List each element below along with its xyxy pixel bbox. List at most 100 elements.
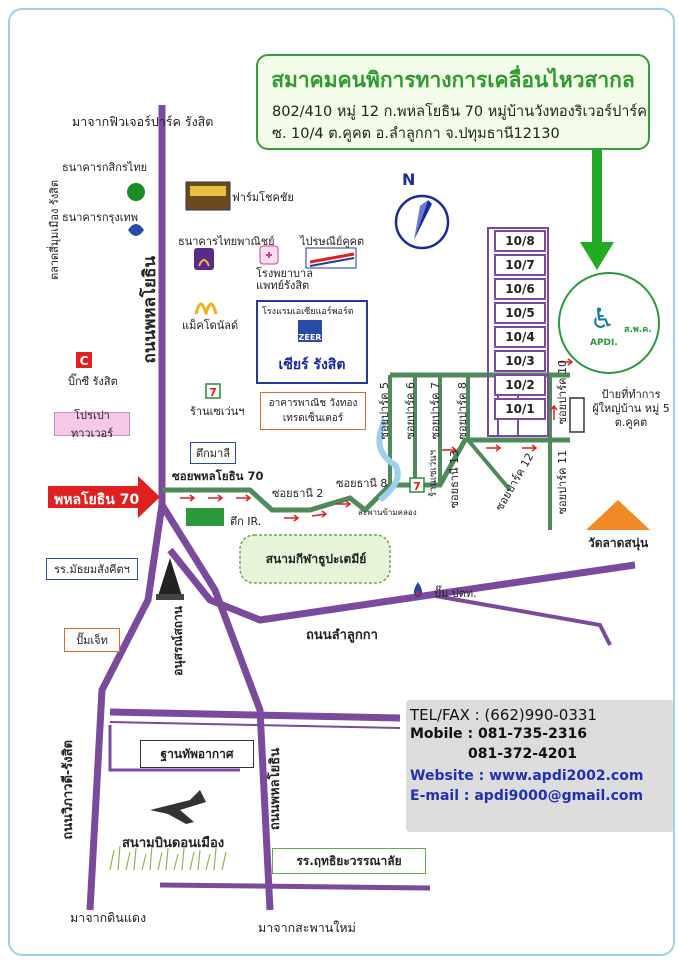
label-post-office: ไปรษณีย์คูคต	[300, 235, 365, 248]
phahonyothin-lower-road	[159, 503, 274, 911]
phahonyothin-arrow-sign	[48, 476, 160, 518]
contact-email[interactable]: E-mail : apdi9000@gmail.com	[410, 788, 644, 804]
organization-title: สมาคมคนพิการทางการเคลื่อนไหวสากล	[271, 68, 635, 92]
canal	[376, 418, 401, 503]
zeer-box: โรงแรมเอเซียแอร์พอร์ต ZEER เซียร์ รังสิต	[256, 300, 368, 384]
label-soi-thani-13: ซอยธานี 13	[448, 450, 461, 509]
house-10-5: 10/5	[494, 302, 546, 324]
green-pointer-head	[580, 242, 614, 270]
stadium-area	[239, 534, 391, 584]
bottom-road	[159, 882, 431, 891]
label-soi-thani-8: ซอยธานี 8	[336, 477, 388, 490]
pro-tower: โปรเปาทาวเวอร์	[54, 409, 130, 440]
wat-icon	[586, 500, 650, 530]
apdi-short: APDI.	[590, 338, 618, 348]
label-seven-eleven-2: ร้านเซเว่นฯ	[428, 450, 439, 498]
seven-eleven-icon	[205, 383, 221, 399]
village-head-sign	[569, 397, 585, 433]
title-box: สมาคมคนพิการทางการเคลื่อนไหวสากล 802/410…	[256, 54, 650, 150]
label-kasikorn: ธนาคารกสิกรไทย	[62, 161, 148, 174]
grass-icon	[109, 845, 227, 871]
label-soi-park-8: ซอยปาร์ค 8	[456, 382, 469, 440]
label-soi-phahon-70: ซอยพหลโยธิน 70	[172, 469, 264, 483]
contact-mobile-1: Mobile : 081-735-2316	[410, 726, 588, 742]
label-lam-luk-ka: ถนนลำลูกกา	[306, 628, 378, 643]
label-soi-park-5: ซอยปาร์ค 5	[378, 382, 391, 440]
contact-mobile-2: 081-372-4201	[468, 746, 578, 762]
tuek-mali: ตึกมาลี	[190, 442, 236, 464]
label-phahonyothin-lower: ถนนพหลโยธิน	[268, 748, 283, 831]
label-hospital: โรงพยาบาล แพทย์รังสิต	[256, 267, 313, 292]
label-seven-eleven: ร้านเซเว่นฯ	[190, 405, 245, 418]
label-farm-chokchai: ฟาร์มโชคชัย	[232, 191, 294, 204]
ptt-icon	[414, 582, 422, 598]
wheelchair-icon: ♿	[590, 302, 616, 335]
cross-road-lower	[109, 721, 401, 729]
soi-park-12-road	[466, 438, 512, 492]
cross-road-upper	[109, 708, 401, 722]
label-phahonyothin: ถนนพหลโยธิน	[140, 256, 160, 364]
kasikorn-icon	[127, 183, 145, 201]
house-10-8: 10/8	[494, 230, 546, 252]
label-vibhavadi: ถนนวิภาวดี-รังสิต	[61, 740, 76, 840]
house-10-6: 10/6	[494, 278, 546, 300]
contact-telfax: TEL/FAX : (662)990-0331	[410, 706, 597, 724]
big-c-icon	[76, 352, 92, 368]
monument-icon	[158, 558, 182, 596]
apdi-thai: ส.พ.ค.	[624, 325, 652, 335]
zeer-logo: ZEER	[298, 320, 322, 342]
label-tuek-ir: ตึก IR.	[230, 515, 262, 528]
label-scb: ธนาคารไทยพาณิชย์	[178, 235, 275, 248]
road-network: 7 7 C	[48, 105, 650, 911]
vibhavadi-road	[86, 504, 166, 911]
address-line-2: ซ. 10/4 ต.คูคต อ.ลำลูกกา จ.ปทุมธานี12130	[272, 126, 560, 142]
label-mcdonalds: แม็คโดนัลด์	[182, 319, 239, 332]
label-soi-thani-2: ซอยธานี 2	[272, 487, 324, 500]
soi-phahon-70	[162, 437, 570, 514]
commercial-building: อาคารพาณิช วังทองเทรดเซ็นเตอร์	[260, 392, 366, 430]
lam-luk-ka-road	[167, 547, 636, 624]
label-village-head: ป้ายที่ทำการ ผู้ใหญ่บ้าน หมู่ 5 ต.คูคต	[592, 388, 670, 429]
phahonyothin-sign-label: พหลโยธิน 70	[54, 492, 140, 508]
contact-box: TEL/FAX : (662)990-0331 Mobile : 081-735…	[406, 700, 673, 832]
label-from-future-park: มาจากฟิวเจอร์ปาร์ค รังสิต	[72, 114, 214, 129]
label-talad-si-mum-muang: ตลาดสี่มุมเมือง รังสิต	[48, 180, 61, 281]
house-10-3: 10/3	[494, 350, 546, 372]
pump-jet: ปั๊มเจ็ท	[64, 628, 120, 652]
label-soi-park-7: ซอยปาร์ค 7	[429, 382, 442, 440]
svg-text:7: 7	[413, 480, 421, 493]
label-soi-park-6: ซอยปาร์ค 6	[404, 382, 417, 440]
compass-label: N	[402, 170, 416, 189]
school-rittiyawannalai: รร.ฤทธิยะวรรณาลัย	[272, 848, 426, 874]
route-arrows	[180, 358, 574, 522]
svg-text:7: 7	[209, 386, 217, 399]
label-don-mueang: สนามบินดอนเมือง	[122, 836, 225, 851]
label-bangkok-bank: ธนาคารกรุงเทพ	[62, 211, 139, 224]
label-stadium: สนามกีฬาธูปะเตมีย์	[265, 552, 367, 566]
label-wat: วัดลาดสนุ่น	[588, 536, 649, 550]
address-line-1: 802/410 หมู่ 12 ก.พหลโยธิน 70 หมู่บ้านวั…	[272, 104, 647, 120]
label-pump-ptt: ปั๊ม ปตท.	[434, 587, 477, 600]
green-pointer-shaft	[592, 145, 602, 243]
contact-website[interactable]: Website : www.apdi2002.com	[410, 768, 644, 784]
air-force-road	[108, 725, 240, 772]
label-big-c: บิ๊กซี รังสิต	[68, 375, 118, 388]
label-monument: อนุสรณ์สถาน	[171, 606, 185, 676]
label-from-din-daeng: มาจากดินแดง	[70, 910, 147, 925]
label-bridge: สะพานข้ามคลอง	[358, 508, 417, 517]
apdi-logo: ♿ APDI. ส.พ.ค.	[558, 272, 660, 374]
lam-luk-ka-branch	[429, 593, 612, 646]
label-soi-park-11: ซอยปาร์ค 11	[556, 450, 569, 515]
label-zeer: เซียร์ รังสิต	[278, 357, 346, 373]
mcdonalds-icon	[194, 302, 218, 315]
map-frame: 7 7 C สมาคมคนพิการทางการเคลื่อนไหวสากล 8…	[8, 8, 675, 956]
label-hotel: โรงแรมเอเซียแอร์พอร์ต	[262, 307, 354, 317]
jet-icon	[150, 790, 206, 824]
house-10-7: 10/7	[494, 254, 546, 276]
label-soi-park-10: ซอยปาร์ค 10	[556, 360, 569, 425]
label-from-saphan-mai: มาจากสะพานใหม่	[258, 920, 356, 935]
seven-eleven-icon-2	[409, 477, 425, 493]
house-10-4: 10/4	[494, 326, 546, 348]
house-10-2: 10/2	[494, 374, 546, 396]
tuek-ir-block	[186, 508, 224, 526]
